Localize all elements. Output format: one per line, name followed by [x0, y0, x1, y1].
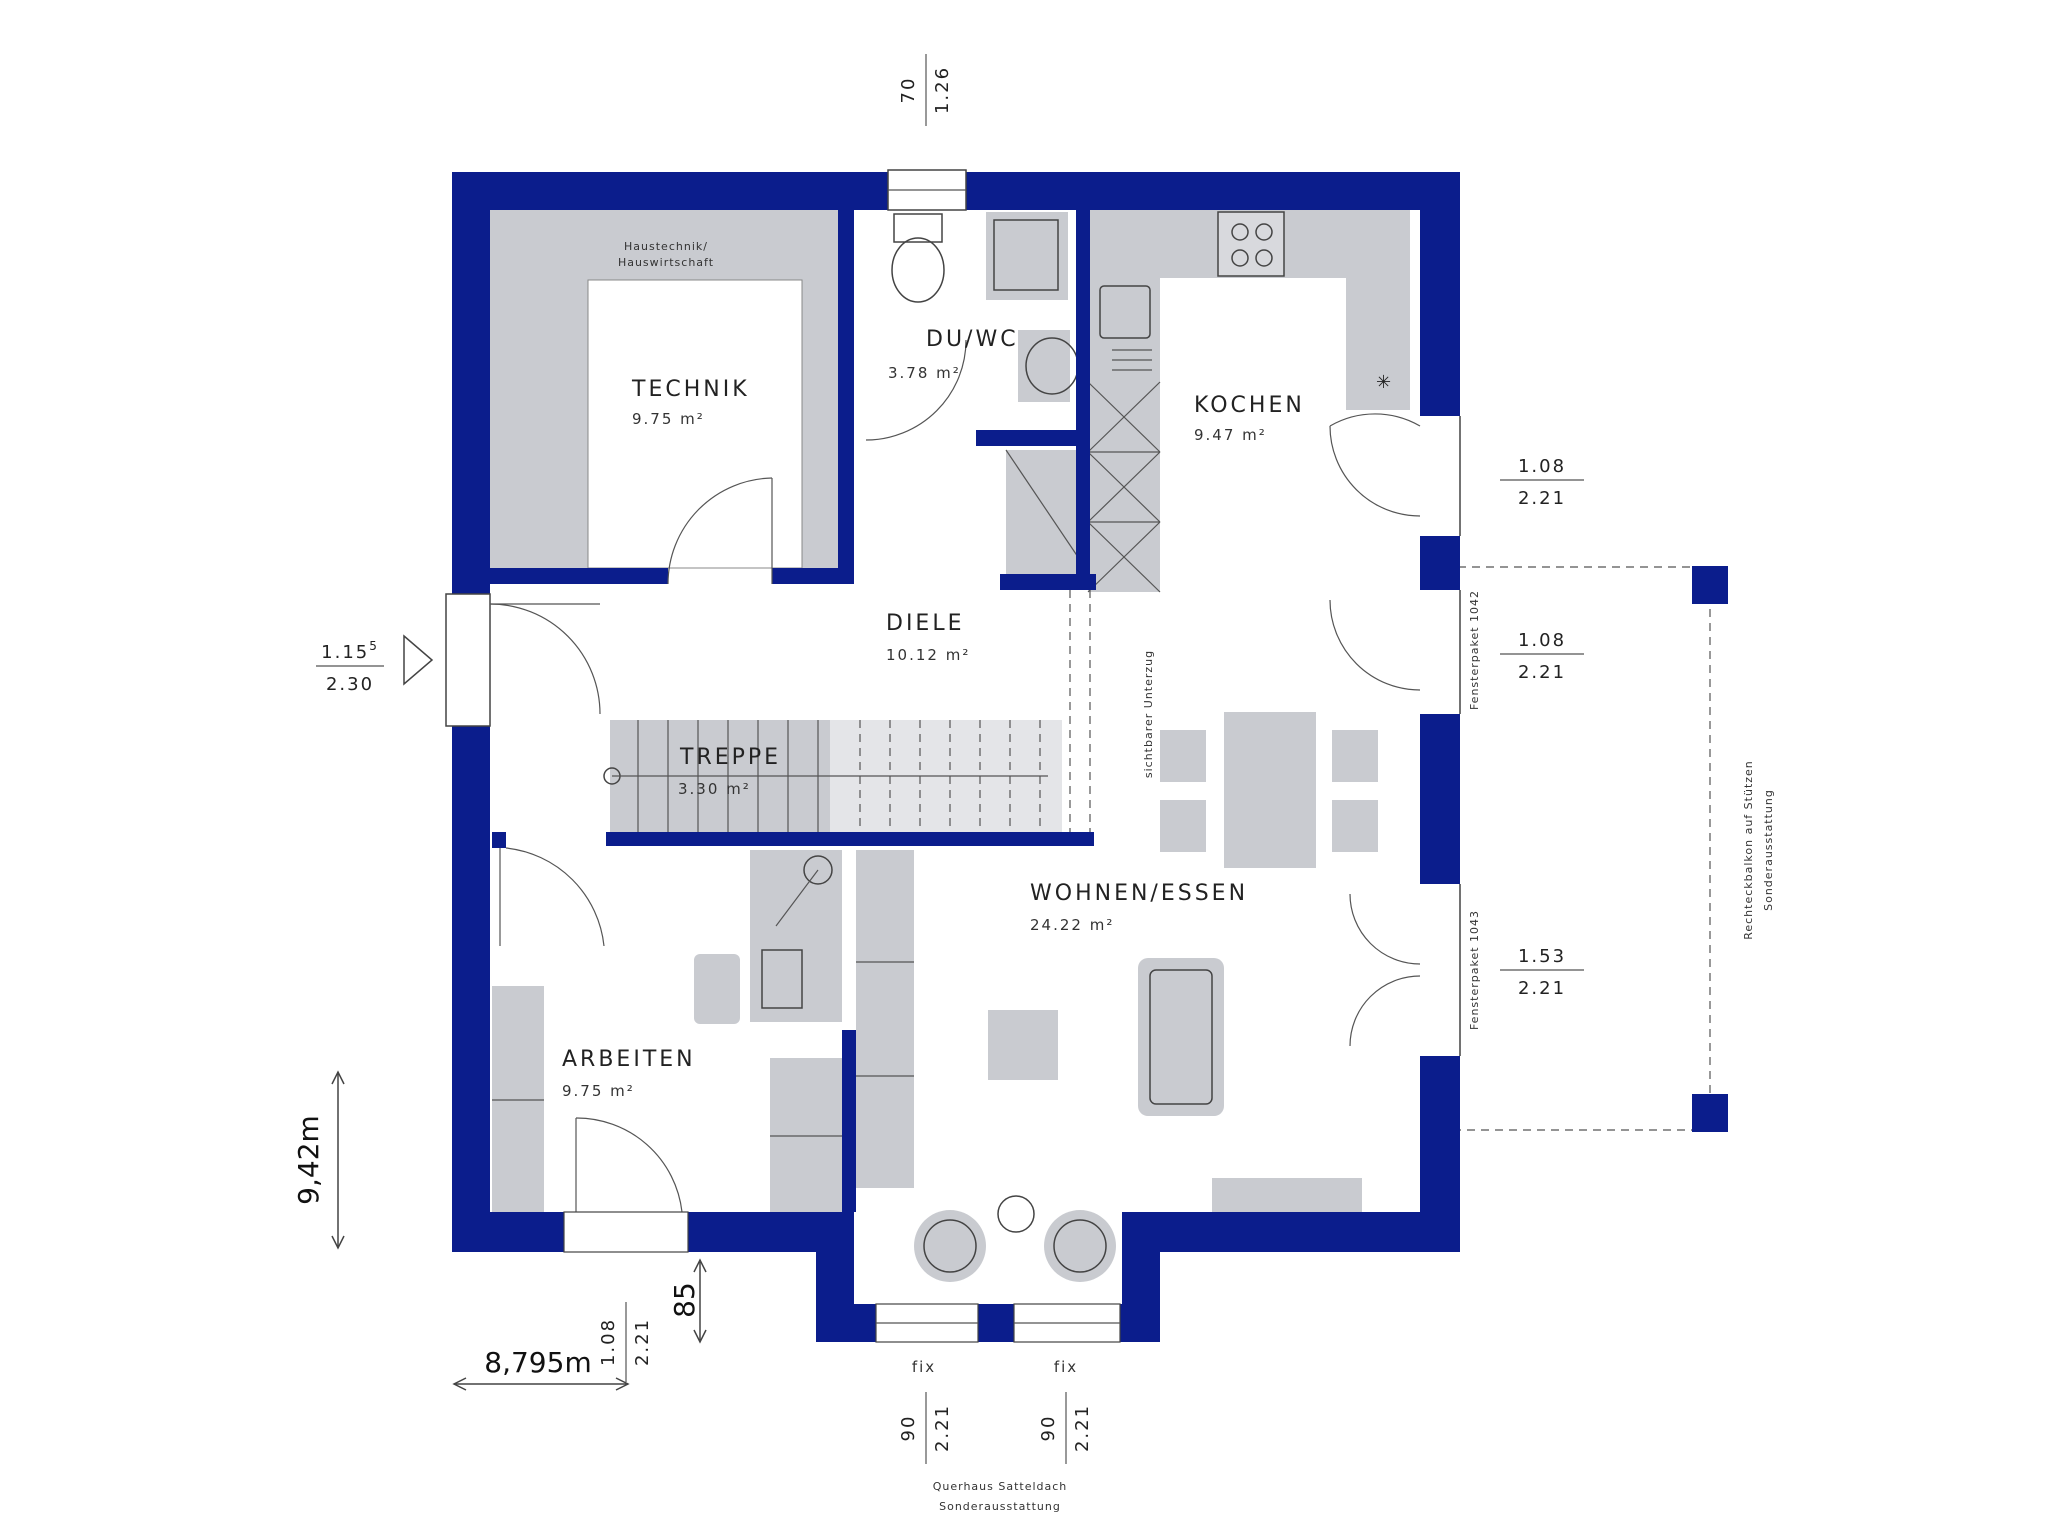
room-name-arbeiten: ARBEITEN: [562, 1047, 696, 1072]
dim-offset-label: 85: [668, 1282, 701, 1318]
dim-entrance-bottom: 2.30: [326, 674, 374, 695]
dim-width-label: 8,795m: [484, 1346, 591, 1379]
dim-door-1-top: 1.08: [1518, 630, 1566, 651]
dim-window-fix-1-bottom: 2.21: [932, 1404, 953, 1452]
walls: [452, 172, 1460, 1342]
dim-entrance-top: 1.15: [321, 642, 369, 663]
room-name-wohnen: WOHNEN/ESSEN: [1030, 881, 1248, 906]
fix-label-2: fix: [1054, 1358, 1078, 1376]
dim-bottom-door-bottom: 2.21: [632, 1318, 653, 1366]
room-name-diele: DIELE: [886, 611, 965, 636]
fensterpaket-1043: Fensterpaket 1043: [1468, 910, 1481, 1030]
fixtures: ✳: [490, 210, 1410, 1282]
dim-door-1-bottom: 2.21: [1518, 662, 1566, 683]
dim-window-fix-2-bottom: 2.21: [1072, 1404, 1093, 1452]
dim-window-fix-2-top: 90: [1038, 1415, 1059, 1442]
dim-door-2-top: 1.53: [1518, 946, 1566, 967]
dim-bottom-door: 1.08 2.21: [598, 1302, 653, 1382]
balkon-label-line2: Sonderausstattung: [1762, 789, 1775, 911]
entrance-arrow-icon: [403, 634, 434, 686]
dim-kitchen-window: 1.08 2.21: [1500, 456, 1584, 509]
technik-header-line2: Hauswirtschaft: [618, 256, 714, 269]
dim-kitchen-window-bottom: 2.21: [1518, 488, 1566, 509]
dim-door-2-bottom: 2.21: [1518, 978, 1566, 999]
dim-height-label: 9,42m: [292, 1115, 325, 1205]
dim-top-window-top: 70: [898, 77, 919, 104]
room-area-kochen: 9.47 m²: [1194, 426, 1267, 444]
dim-entrance-sup: 5: [369, 639, 379, 653]
room-name-kochen: KOCHEN: [1194, 393, 1305, 418]
room-area-duwc: 3.78 m²: [888, 364, 961, 382]
dim-top-window-bottom: 1.26: [932, 66, 953, 114]
querhaus-line2: Sonderausstattung: [939, 1500, 1061, 1513]
querhaus-line1: Querhaus Satteldach: [933, 1480, 1068, 1493]
balkon-label-line1: Rechteckbalkon auf Stützen: [1742, 760, 1755, 940]
dim-window-fix-1-top: 90: [898, 1415, 919, 1442]
svg-text:1.155: 1.155: [321, 639, 379, 663]
dim-kitchen-window-top: 1.08: [1518, 456, 1566, 477]
unterzug-label: sichtbarer Unterzug: [1142, 650, 1155, 778]
dim-entrance: 1.155 2.30: [316, 634, 434, 695]
dim-offset: 85: [668, 1258, 707, 1344]
room-area-treppe: 3.30 m²: [678, 780, 751, 798]
dim-width: 8,795m: [452, 1346, 630, 1391]
technik-header-line1: Haustechnik/: [624, 240, 708, 253]
room-name-treppe: TREPPE: [679, 745, 781, 770]
fix-label-1: fix: [912, 1358, 936, 1376]
room-name-technik: TECHNIK: [631, 377, 750, 402]
balcony-outline: [1458, 566, 1728, 1132]
dim-top-window: 70 1.26: [898, 54, 953, 126]
room-area-arbeiten: 9.75 m²: [562, 1082, 635, 1100]
dim-height: 9,42m: [292, 1070, 345, 1250]
dim-window-fix-1: 90 2.21: [898, 1392, 953, 1464]
dim-window-fix-2: 90 2.21: [1038, 1392, 1093, 1464]
room-area-technik: 9.75 m²: [632, 410, 705, 428]
room-name-duwc: DU/WC: [926, 327, 1019, 352]
room-area-wohnen: 24.22 m²: [1030, 916, 1114, 934]
openings: [445, 169, 1461, 1343]
dim-door-2: 1.53 2.21: [1500, 946, 1584, 999]
dim-bottom-door-top: 1.08: [598, 1318, 619, 1366]
room-area-diele: 10.12 m²: [886, 646, 970, 664]
dim-door-1: 1.08 2.21: [1500, 630, 1584, 683]
svg-text:✳: ✳: [1376, 372, 1391, 393]
fensterpaket-1042: Fensterpaket 1042: [1468, 590, 1481, 710]
